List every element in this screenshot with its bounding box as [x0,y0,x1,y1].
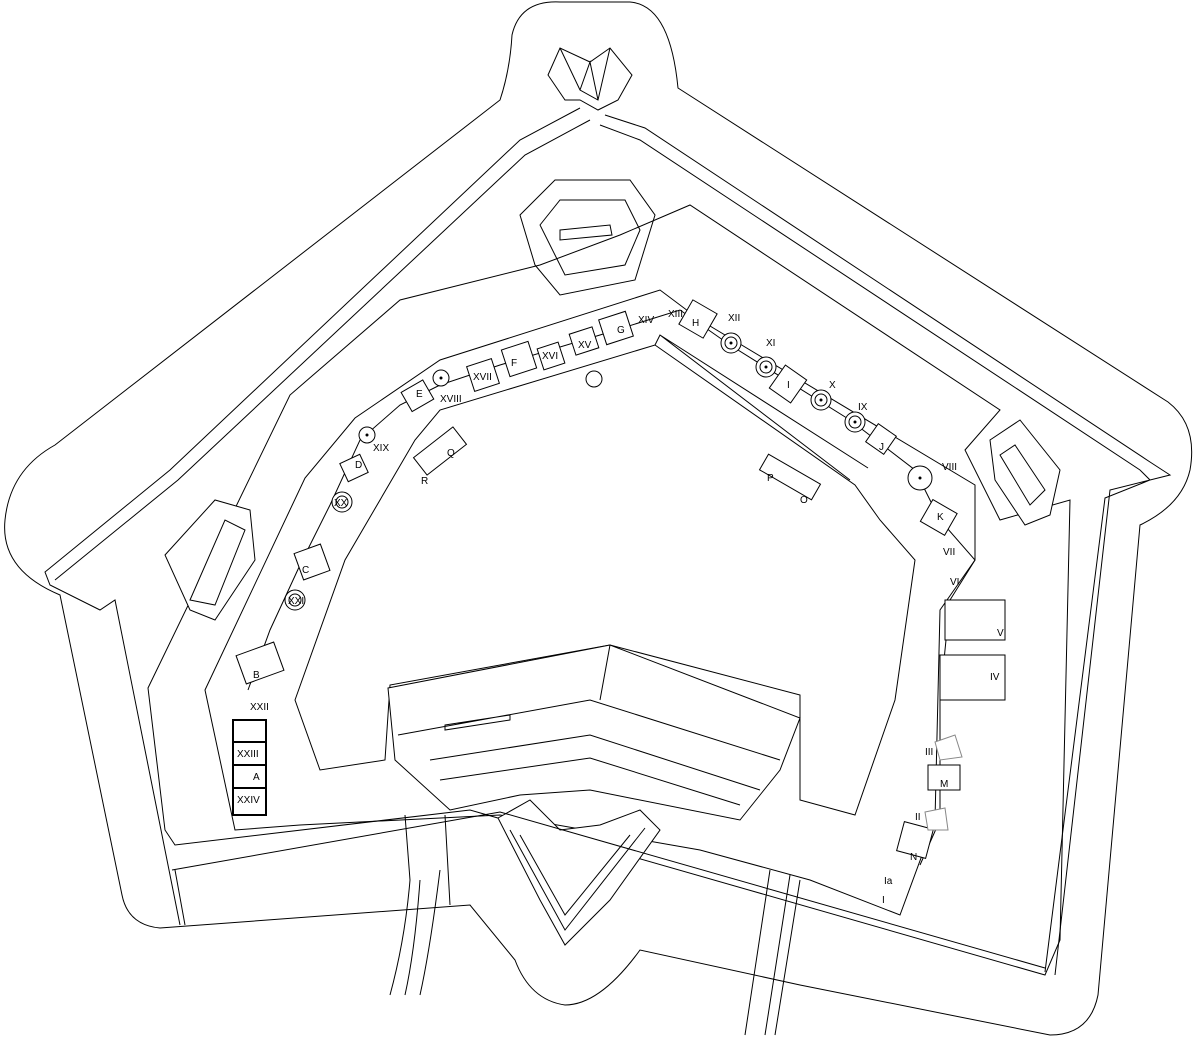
label-N: N [910,852,917,863]
label-Ia: Ia [884,876,893,887]
enceinte-outer [147,204,1071,976]
gun-emplacements [284,332,933,611]
approach-road-west [389,869,441,996]
label-XI: XI [766,338,775,349]
label-III: III [925,747,933,758]
label-XVII: XVII [473,372,492,383]
label-O: O [800,495,808,506]
label-K: K [937,512,944,523]
east-bastion-detail [999,444,1046,506]
label-XII: XII [728,313,740,324]
label-F: F [511,358,517,369]
west-bastion-detail [189,519,246,606]
north-spur [547,47,633,111]
south-wall [171,811,1046,969]
casemate-labels: I Ia II III IV V VI VII VIII IX X XI XII… [237,309,1004,906]
label-D: D [355,460,362,471]
label-XXI: XXI [288,596,304,607]
label-VIII: VIII [942,462,957,473]
label-XXII: XXII [250,702,269,713]
south-ravelin [497,799,661,946]
label-M: M [940,779,948,790]
label-I-building: I [787,380,790,391]
central-barracks [387,644,801,821]
label-XVI: XVI [542,351,558,362]
label-II: II [915,812,921,823]
label-Q: Q [447,448,455,459]
label-H: H [692,318,699,329]
north-ravelin-detail [539,199,641,276]
label-XX: XX [334,498,348,509]
label-G: G [617,325,625,336]
label-XIII: XIII [668,309,683,320]
approach-road-south [744,869,801,1036]
label-XIX: XIX [373,443,389,454]
casemate-bays [232,719,267,816]
central-barracks-detail [397,644,781,806]
label-VI: VI [950,577,959,588]
building-labels: A B C D E F G H I J K M N O P Q R [253,318,948,863]
glacis-outline [4,1,1193,1036]
label-C: C [302,565,309,576]
east-bastion [989,419,1061,526]
label-V: V [997,628,1004,639]
casemate-buildings [235,299,1006,859]
label-B: B [253,670,260,681]
label-IX: IX [858,402,868,413]
label-E: E [416,389,423,400]
label-IV: IV [990,672,1000,683]
west-bastion [164,499,256,621]
label-R: R [421,476,428,487]
north-spur-detail [559,47,611,101]
label-X: X [829,380,836,391]
label-VII: VII [943,547,955,558]
south-ravelin-detail [509,827,646,931]
label-P: P [767,473,774,484]
courtyard-diagonal [654,334,869,481]
label-I: I [882,895,885,906]
label-XVIII: XVIII [440,394,462,405]
label-J: J [879,442,884,453]
label-XIV: XIV [638,315,654,326]
label-XV: XV [578,340,592,351]
courtyard [294,344,916,816]
enceinte-inner [204,289,976,916]
label-XXIII: XXIII [237,749,259,760]
label-A: A [253,772,260,783]
label-XXIV: XXIV [237,795,260,806]
covered-way [44,107,1172,976]
